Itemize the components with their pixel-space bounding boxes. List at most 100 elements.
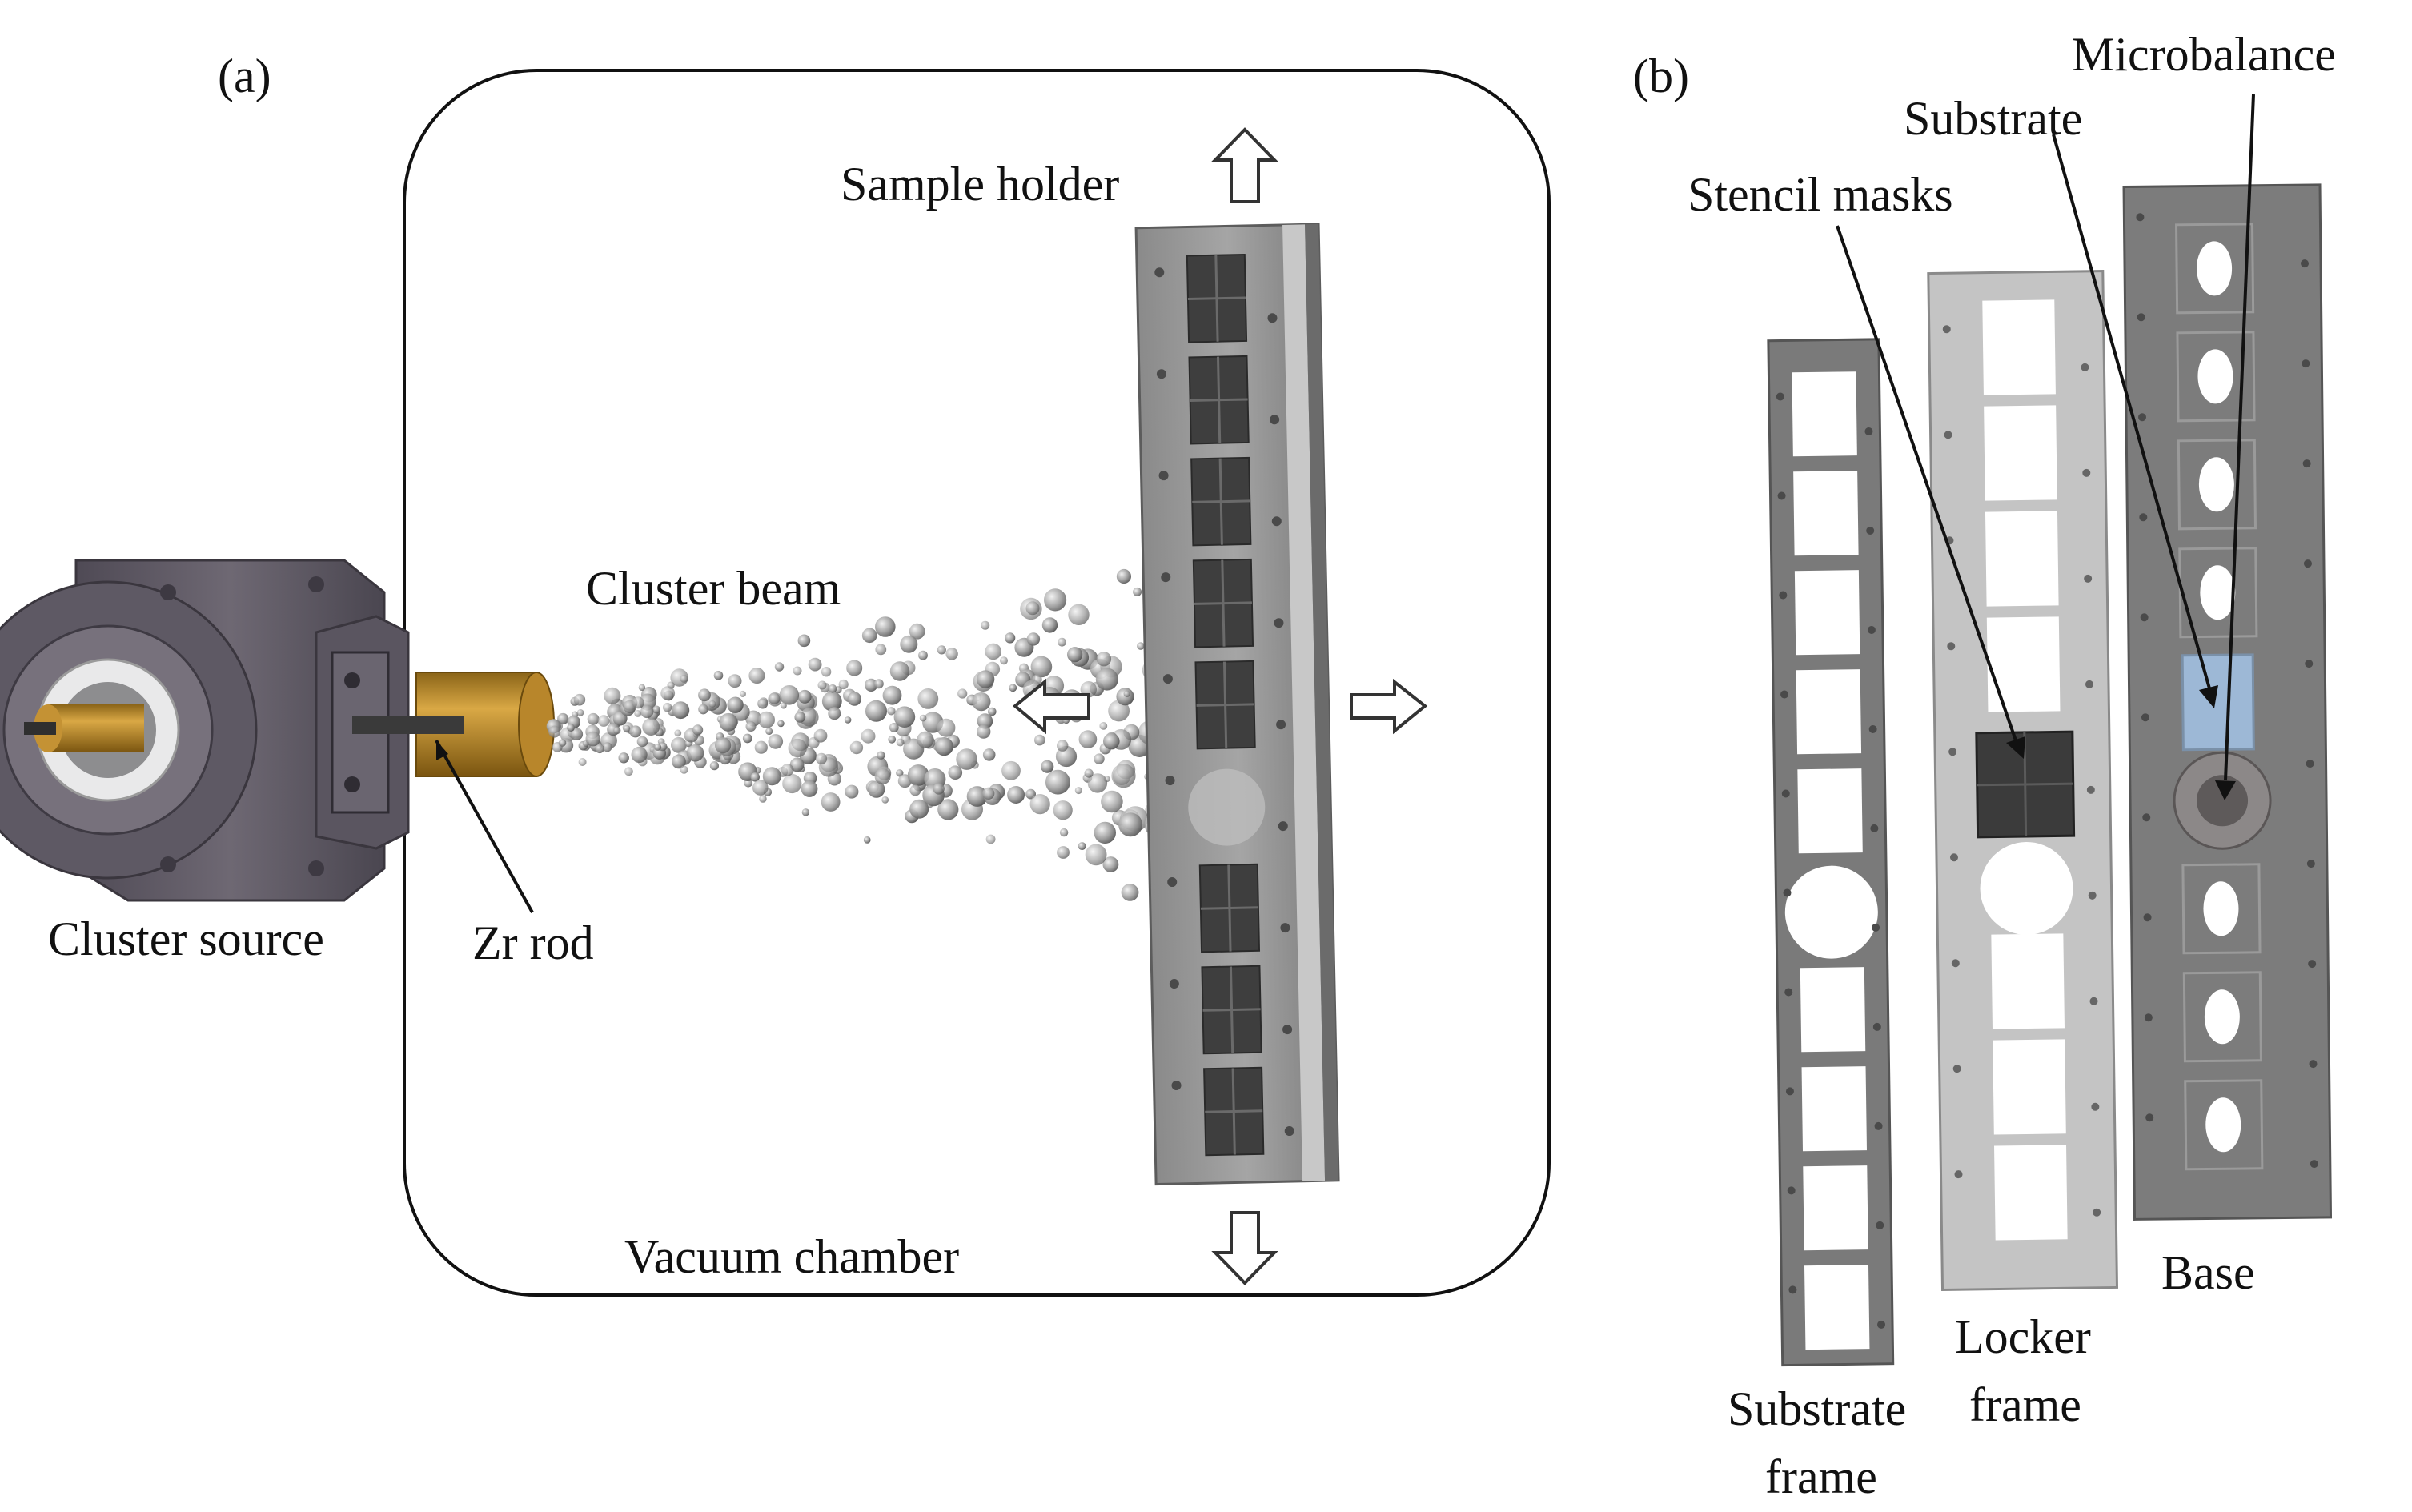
sample-holder [1134, 223, 1340, 1186]
cluster-particle [642, 718, 660, 736]
arrow-left-icon [1012, 678, 1090, 735]
panel-b-label: (b) [1633, 50, 1689, 102]
cluster-particle [919, 714, 927, 722]
cluster-particle [595, 744, 604, 754]
cluster-particle [815, 752, 828, 765]
cluster-particle [844, 716, 852, 724]
cluster-particle [934, 737, 953, 756]
cluster-particle [1116, 568, 1131, 584]
cluster-particle [889, 723, 899, 732]
sample-holder-windows [1154, 253, 1294, 1157]
cluster-particle [893, 706, 916, 728]
cluster-particle [660, 686, 676, 700]
cluster-particle [863, 836, 871, 844]
cluster-particle [1005, 632, 1016, 644]
cluster-particle [1084, 768, 1094, 778]
cluster-particle [727, 696, 744, 713]
cluster-particle [769, 692, 781, 704]
arrow-down-icon [1211, 1211, 1278, 1285]
cluster-particle [757, 698, 769, 709]
locker-frame-label-line1: Locker [1955, 1310, 2091, 1363]
holder-round-window [1188, 768, 1266, 846]
cluster-particle [793, 666, 802, 676]
substrate [2181, 653, 2255, 752]
substrate-frame-window [1803, 1165, 1868, 1251]
cluster-particle [1057, 846, 1070, 859]
base-hole [2200, 565, 2236, 620]
cluster-particle [671, 736, 687, 753]
cluster-particle [917, 688, 939, 709]
cluster-particle [1044, 588, 1067, 612]
cluster-particle [709, 761, 720, 771]
substrate-frame-window [1794, 570, 1860, 656]
cluster-particle [728, 674, 742, 688]
cluster-particle [686, 744, 704, 762]
cluster-particle [652, 705, 660, 714]
substrate-frame-window [1796, 669, 1862, 755]
cluster-particle [1000, 656, 1008, 665]
cluster-particle [828, 707, 841, 720]
cluster-particle [638, 684, 646, 692]
substrate-frame-window [1793, 471, 1859, 556]
cluster-particle [797, 689, 812, 704]
cluster-particle [780, 702, 787, 709]
cluster-particle [570, 728, 584, 740]
cluster-particle [1041, 617, 1058, 633]
cluster-particle [1123, 690, 1130, 697]
cluster-source [0, 559, 555, 902]
cluster-particle [982, 748, 996, 761]
cluster-particle [1025, 601, 1040, 616]
cluster-particle [1053, 800, 1073, 820]
cluster-particle [713, 671, 724, 680]
cluster-particle [945, 648, 958, 660]
cluster-beam-label: Cluster beam [586, 562, 841, 615]
cluster-particle [632, 696, 644, 709]
cluster-particle [765, 728, 773, 736]
cluster-particle [846, 660, 863, 676]
locker-frame-window [1984, 405, 2057, 501]
substrate-label: Substrate [1904, 92, 2082, 145]
cluster-particle [752, 780, 769, 796]
cluster-particle [623, 724, 631, 732]
cluster-particle [779, 685, 800, 705]
cluster-particle [909, 623, 925, 640]
cluster-particle [1087, 773, 1108, 793]
cluster-particle [680, 765, 688, 774]
cluster-particle [888, 735, 897, 744]
cluster-particle [977, 713, 993, 729]
cluster-particle [788, 738, 807, 758]
cluster-particle [957, 688, 968, 699]
cluster-particle [874, 768, 891, 784]
cluster-particle [789, 757, 805, 772]
cluster-particle [604, 687, 621, 704]
cluster-particle [557, 712, 569, 725]
cluster-particle [845, 784, 859, 799]
cluster-particle [1111, 764, 1136, 788]
cluster-particle [573, 693, 586, 706]
cluster-particle [745, 721, 757, 732]
cluster-particle [849, 740, 864, 755]
cluster-particle [801, 808, 810, 816]
base-hole [2197, 241, 2233, 296]
cluster-particle [1007, 786, 1025, 804]
cluster-particle [1094, 753, 1105, 764]
cluster-particle [768, 734, 784, 749]
cluster-particle [873, 679, 884, 689]
cluster-particle [762, 767, 781, 786]
panel-a: (a) [0, 50, 1551, 1297]
substrate-pointer [2052, 134, 2218, 708]
base-pocket [2174, 223, 2255, 315]
cluster-particle [821, 691, 842, 712]
cluster-particle [918, 650, 928, 660]
cluster-particle [774, 662, 785, 672]
cluster-particle [881, 796, 889, 804]
substrate-frame [1767, 338, 1895, 1367]
cluster-particle [861, 728, 876, 744]
cluster-particle [900, 635, 918, 653]
locker-frame-label-line2: frame [1969, 1378, 2081, 1431]
cluster-particle [1059, 828, 1069, 837]
cluster-particle [907, 764, 929, 786]
cluster-particle [715, 737, 732, 754]
cluster-particle [868, 780, 885, 798]
